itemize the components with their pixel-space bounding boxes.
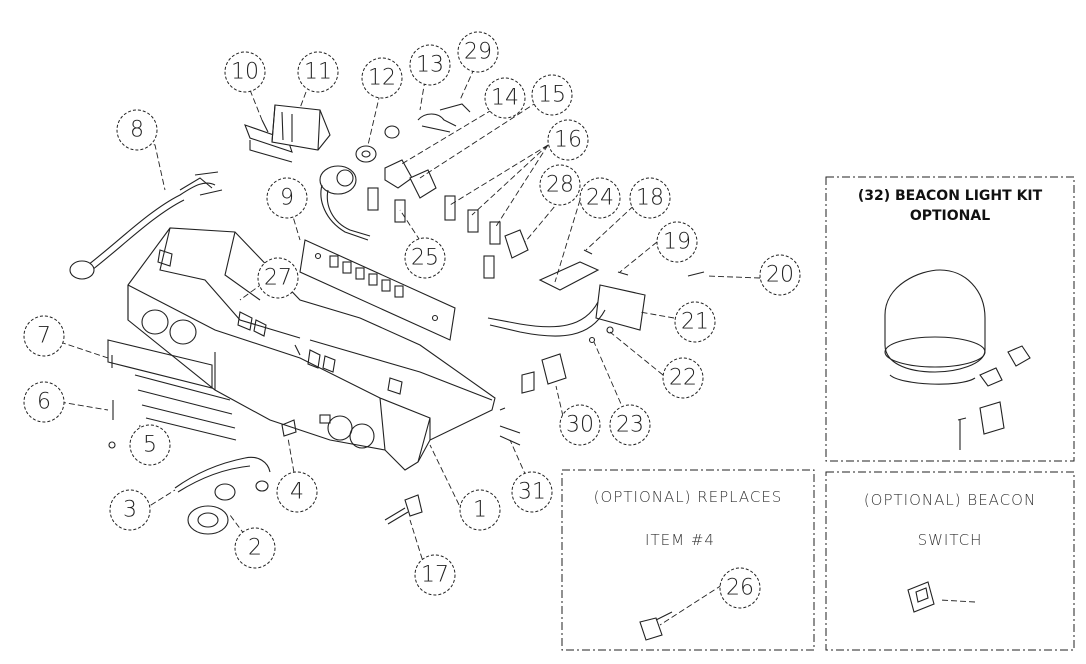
svg-text:12: 12 bbox=[368, 66, 396, 91]
svg-text:24: 24 bbox=[586, 186, 614, 211]
callout-27: 27 bbox=[257, 257, 299, 299]
svg-text:16: 16 bbox=[554, 128, 582, 153]
replacement-plug-icon bbox=[639, 611, 673, 641]
callout-1: 1 bbox=[459, 489, 501, 531]
svg-text:15: 15 bbox=[538, 83, 566, 108]
beacon-kit-subtitle: OPTIONAL bbox=[910, 208, 990, 224]
svg-text:20: 20 bbox=[766, 263, 794, 288]
callout-5: 5 bbox=[129, 424, 171, 466]
callout-3: 3 bbox=[109, 489, 151, 531]
svg-text:13: 13 bbox=[416, 53, 444, 78]
callout-25: 25 bbox=[404, 237, 446, 279]
svg-text:19: 19 bbox=[663, 230, 691, 255]
callout-8: 8 bbox=[116, 109, 158, 151]
callout-28: 28 bbox=[539, 164, 581, 206]
rocker-switches bbox=[367, 159, 529, 279]
callout-10: 10 bbox=[224, 51, 266, 93]
replaces-line1: (OPTIONAL) REPLACES bbox=[594, 488, 783, 506]
callout-balloons: 1 2 3 4 5 6 7 8 9 10 11 12 13 14 15 16 1… bbox=[23, 31, 801, 609]
plates-31 bbox=[499, 407, 521, 446]
svg-text:29: 29 bbox=[464, 40, 492, 65]
callout-12: 12 bbox=[361, 57, 403, 99]
svg-text:27: 27 bbox=[264, 266, 292, 291]
optional-replaces-box: (OPTIONAL) REPLACES ITEM #4 bbox=[561, 469, 815, 651]
fuse-holder bbox=[174, 456, 271, 535]
svg-text:2: 2 bbox=[248, 536, 262, 561]
svg-text:8: 8 bbox=[130, 118, 144, 143]
svg-text:4: 4 bbox=[290, 480, 304, 505]
svg-text:7: 7 bbox=[37, 324, 51, 349]
callout-7: 7 bbox=[23, 315, 65, 357]
switch-faceplate bbox=[299, 239, 456, 341]
svg-text:17: 17 bbox=[421, 563, 449, 588]
svg-text:18: 18 bbox=[636, 186, 664, 211]
svg-text:3: 3 bbox=[123, 498, 137, 523]
svg-text:9: 9 bbox=[280, 186, 294, 211]
optional-beacon-switch-box: (OPTIONAL) BEACON SWITCH bbox=[825, 471, 1075, 651]
tool-17 bbox=[384, 494, 423, 525]
beacon-kit-title: (32) BEACON LIGHT KIT bbox=[858, 188, 1043, 204]
svg-text:1: 1 bbox=[473, 498, 487, 523]
leader-lines bbox=[59, 59, 976, 626]
svg-text:30: 30 bbox=[566, 413, 594, 438]
callout-20: 20 bbox=[759, 254, 801, 296]
svg-text:25: 25 bbox=[411, 246, 439, 271]
callout-11: 11 bbox=[297, 51, 339, 93]
svg-text:23: 23 bbox=[616, 413, 644, 438]
svg-text:21: 21 bbox=[681, 310, 709, 335]
callout-14: 14 bbox=[484, 77, 526, 119]
ignition-switch bbox=[319, 103, 471, 241]
callout-2: 2 bbox=[234, 527, 276, 569]
callout-21: 21 bbox=[674, 301, 716, 343]
callout-16: 16 bbox=[547, 119, 589, 161]
svg-text:28: 28 bbox=[546, 173, 574, 198]
svg-text:14: 14 bbox=[491, 86, 519, 111]
callout-6: 6 bbox=[23, 381, 65, 423]
svg-text:5: 5 bbox=[143, 433, 157, 458]
callout-23: 23 bbox=[609, 404, 651, 446]
callout-19: 19 bbox=[656, 221, 698, 263]
toggle-switch-30 bbox=[521, 353, 567, 394]
svg-text:26: 26 bbox=[726, 576, 754, 601]
callout-17: 17 bbox=[414, 554, 456, 596]
callout-31: 31 bbox=[511, 471, 553, 513]
callout-24: 24 bbox=[579, 177, 621, 219]
relay-module bbox=[271, 104, 331, 151]
callout-18: 18 bbox=[629, 177, 671, 219]
beacon-switch-line1: (OPTIONAL) BEACON bbox=[864, 491, 1036, 509]
callout-9: 9 bbox=[266, 177, 308, 219]
beacon-kit-box: (32) BEACON LIGHT KIT OPTIONAL bbox=[825, 176, 1075, 462]
beacon-light-icon bbox=[884, 269, 1031, 450]
svg-text:10: 10 bbox=[231, 60, 259, 85]
callout-26: 26 bbox=[719, 567, 761, 609]
callout-13: 13 bbox=[409, 44, 451, 86]
svg-text:31: 31 bbox=[518, 480, 546, 505]
light-harness bbox=[487, 249, 705, 344]
svg-text:6: 6 bbox=[37, 390, 51, 415]
mounting-plates bbox=[107, 339, 237, 449]
beacon-switch-icon bbox=[907, 581, 935, 613]
beacon-switch-line2: SWITCH bbox=[918, 531, 983, 549]
svg-text:22: 22 bbox=[669, 366, 697, 391]
callout-30: 30 bbox=[559, 404, 601, 446]
replaces-line2: ITEM #4 bbox=[645, 531, 715, 549]
plug-item-4 bbox=[281, 419, 297, 437]
power-cable bbox=[69, 171, 223, 280]
svg-text:11: 11 bbox=[304, 60, 332, 85]
callout-15: 15 bbox=[531, 74, 573, 116]
callout-29: 29 bbox=[457, 31, 499, 73]
callout-22: 22 bbox=[662, 357, 704, 399]
callout-4: 4 bbox=[276, 471, 318, 513]
